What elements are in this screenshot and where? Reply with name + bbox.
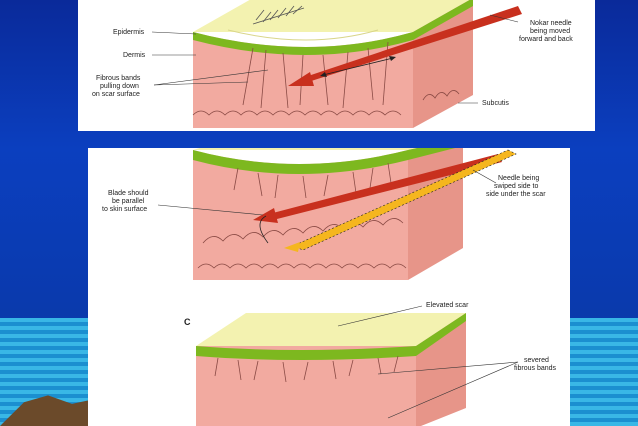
- label-severed-1: severed: [524, 357, 549, 364]
- suture-marks: [252, 5, 305, 25]
- b-epidermis-side: [408, 148, 456, 160]
- skin-top-surface: [193, 0, 470, 32]
- label-swipe-1: Needle being: [498, 175, 539, 182]
- b-blade-tip: [253, 208, 278, 223]
- b-blade-arrow: [269, 154, 502, 220]
- panel-a: Epidermis Dermis Fibrous bands pulling d…: [78, 0, 595, 131]
- c-skin-top: [196, 313, 466, 346]
- b-fibrous-stubs: [233, 162, 392, 199]
- epidermis-band-side: [413, 0, 473, 40]
- arrowhead-fwd: [389, 56, 396, 61]
- label-needle-3: forward and back: [519, 36, 573, 43]
- scar-depression: [227, 29, 379, 41]
- subcutis-fat: [192, 110, 402, 116]
- arrowhead-back: [320, 72, 327, 77]
- c-leader-lines: [337, 305, 519, 419]
- b-leader-lines: [157, 169, 497, 216]
- c-severed-stubs: [214, 355, 399, 383]
- needle-tip: [288, 72, 314, 86]
- b-epidermis-band: [193, 150, 408, 174]
- panel-b-c: Blade should be parallel to skin surface…: [88, 148, 570, 426]
- label-needle-1: Nokar needle: [530, 20, 572, 27]
- label-subcutis: Subcutis: [482, 100, 509, 107]
- leader-lines: [151, 14, 519, 104]
- panel-b-c-diagram: Blade should be parallel to skin surface…: [102, 148, 557, 426]
- label-blade-2: be parallel: [112, 198, 145, 205]
- c-epidermis-side: [416, 313, 466, 356]
- label-needle-2: being moved: [530, 28, 570, 35]
- c-dermis-front: [196, 346, 416, 426]
- epidermis-band: [193, 32, 413, 55]
- label-swipe-2: swiped side to: [494, 183, 538, 190]
- b-swipe-needle: [292, 149, 517, 251]
- b-curve-arrow: [259, 215, 269, 244]
- label-swipe-3: side under the scar: [486, 191, 546, 198]
- b-subcutis-fat: [197, 263, 407, 269]
- c-epidermis-band: [196, 346, 416, 360]
- b-severed-bands: [202, 218, 404, 244]
- needle-arrow: [302, 6, 522, 82]
- subcutis-fat-side: [422, 90, 460, 101]
- label-fibrous-1: Fibrous bands: [96, 75, 141, 82]
- label-severed-2: fibrous bands: [514, 365, 557, 372]
- label-blade-1: Blade should: [108, 190, 149, 197]
- label-fibrous-3: on scar surface: [92, 91, 140, 98]
- label-elevated-scar: Elevated scar: [426, 302, 469, 309]
- forward-back-arrow: [322, 57, 394, 76]
- label-epidermis: Epidermis: [113, 29, 145, 36]
- fibrous-bands: [242, 41, 389, 109]
- b-swipe-tip: [284, 242, 300, 252]
- b-skin-top: [193, 148, 418, 150]
- label-fibrous-2: pulling down: [100, 83, 139, 90]
- label-panel-c: C: [184, 317, 191, 327]
- label-blade-3: to skin surface: [102, 206, 147, 213]
- label-dermis: Dermis: [123, 52, 146, 59]
- panel-a-diagram: Epidermis Dermis Fibrous bands pulling d…: [92, 0, 573, 128]
